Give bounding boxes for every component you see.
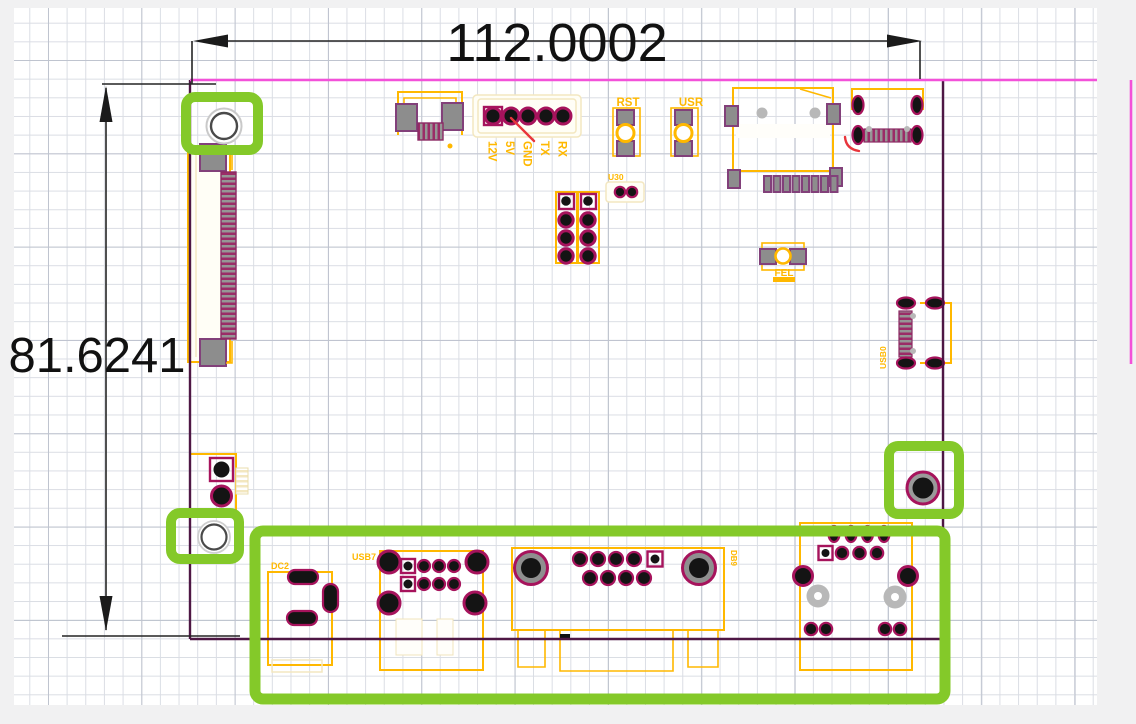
dimension-width-label: 112.0002 — [446, 13, 667, 73]
highlight-box-right-hole — [884, 441, 964, 519]
power-module-top[interactable] — [395, 91, 464, 149]
microusb-right[interactable]: USB0 — [878, 296, 952, 370]
two-pin-connector[interactable] — [189, 453, 249, 511]
usb7-label: USB7 — [352, 552, 376, 562]
db9-connector[interactable]: DB9 — [511, 547, 738, 672]
usr-label: USR — [679, 97, 704, 109]
microusb-top[interactable] — [843, 88, 924, 153]
mounting-hole-bottomleft[interactable] — [197, 520, 231, 554]
db9-label: DB9 — [729, 550, 738, 567]
usr-button[interactable]: USR — [670, 97, 704, 157]
fel-label: FEL — [775, 268, 794, 279]
rst-label: RST — [617, 97, 640, 109]
page-edge-line — [190, 78, 1133, 364]
pin-label-tx: TX — [538, 141, 550, 156]
debug-header[interactable]: 12V 5V GND TX RX — [472, 94, 582, 167]
rst-button[interactable]: RST — [612, 97, 641, 157]
pin-label-rx: RX — [556, 141, 568, 157]
highlight-box-bottomleft-hole — [166, 508, 244, 564]
dimension-height[interactable]: 81.6241 — [8, 86, 240, 637]
dimension-height-label: 81.6241 — [8, 329, 185, 383]
fpc-connector[interactable] — [187, 143, 237, 367]
mounting-hole-topleft[interactable] — [205, 107, 243, 145]
u30-label: U30 — [608, 172, 624, 182]
board-outline — [188, 80, 945, 641]
dimension-width[interactable]: 112.0002 — [102, 13, 922, 85]
header-2x4[interactable] — [555, 191, 600, 265]
highlight-box-topleft-hole — [181, 92, 263, 155]
pin-label-gnd: GND — [521, 141, 533, 167]
rj45-connector[interactable] — [792, 522, 919, 671]
dc2-jack[interactable]: DC2 — [267, 561, 340, 673]
pin-label-12v: 12V — [486, 141, 498, 162]
highlight-boxes — [166, 92, 964, 705]
usb7-connector[interactable]: USB7 — [352, 549, 490, 671]
sdcard-pin-row — [763, 175, 839, 193]
u30-component[interactable]: U30 — [605, 172, 645, 203]
pin-label-5v: 5V — [503, 141, 515, 155]
mounting-hole-right[interactable] — [905, 470, 941, 506]
highlight-box-bottom-connectors — [249, 525, 951, 705]
sdcard-slot[interactable] — [724, 87, 843, 193]
dc2-label: DC2 — [271, 561, 289, 571]
fel-button[interactable]: FEL — [759, 242, 807, 282]
usb0-label: USB0 — [878, 346, 888, 369]
